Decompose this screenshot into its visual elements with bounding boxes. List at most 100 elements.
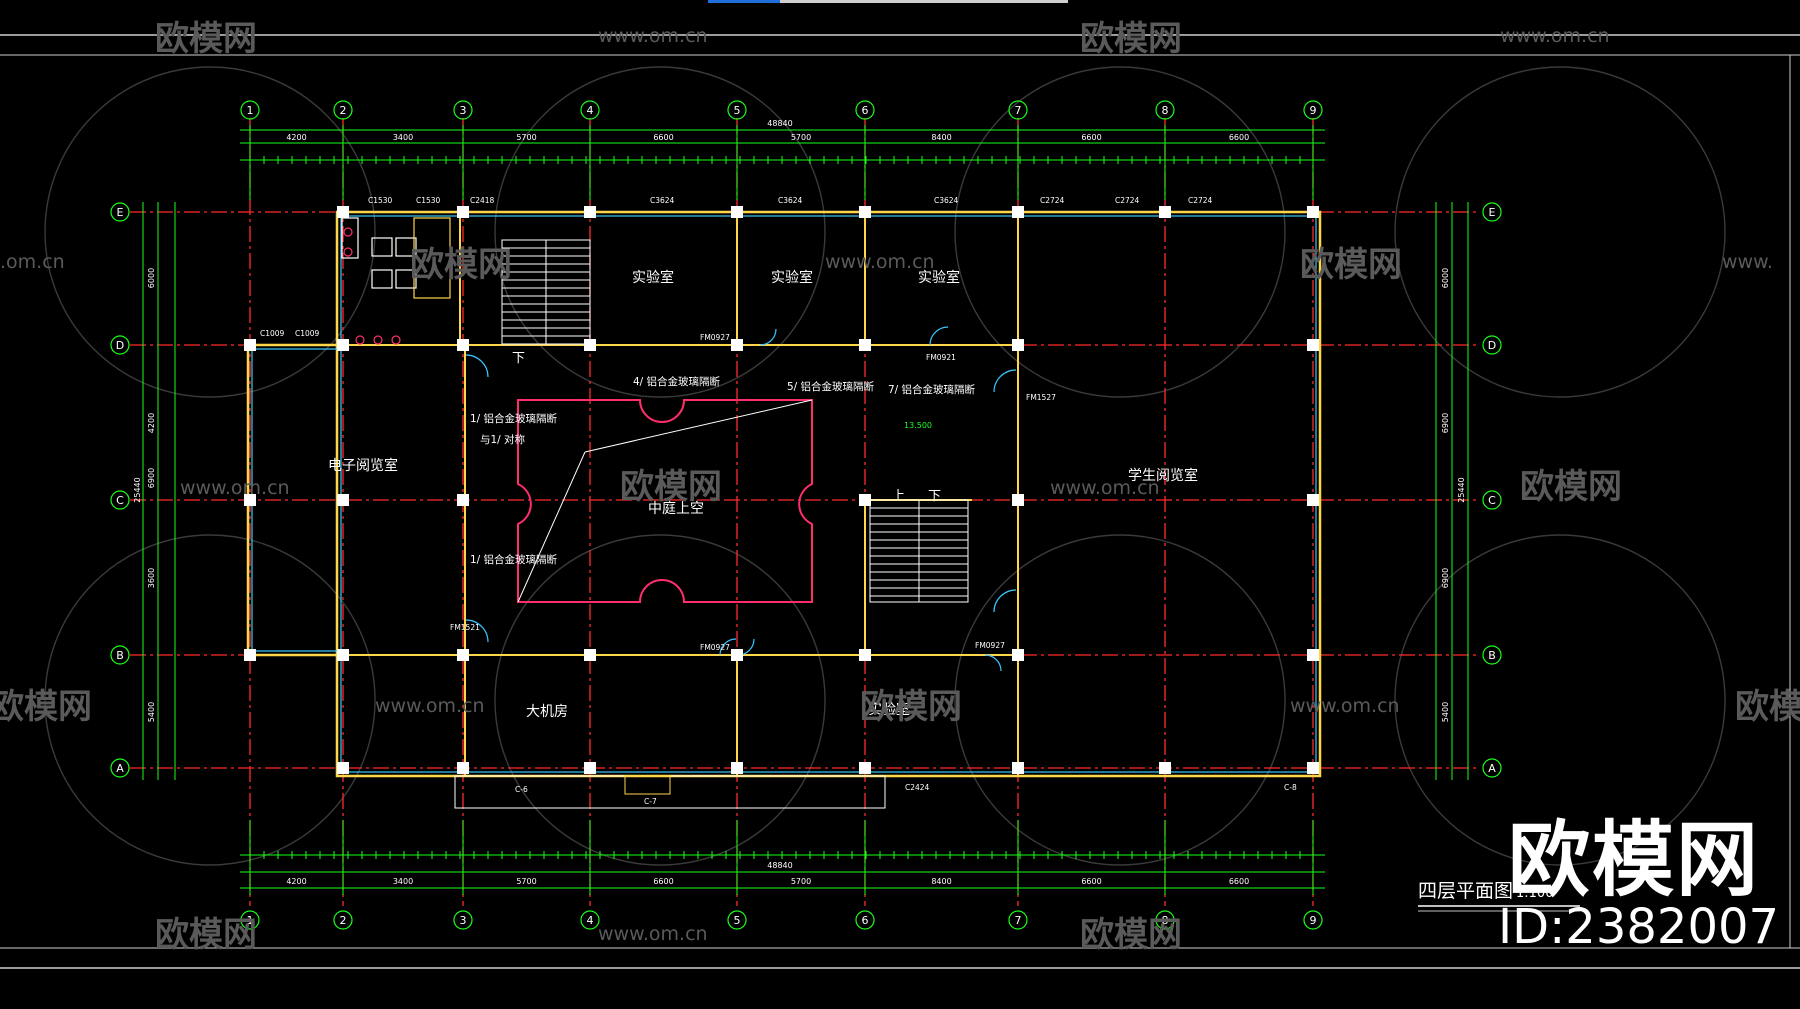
brand-logo-watermark: 欧模网 xyxy=(1508,813,1761,908)
grid-bubble-circle xyxy=(727,100,747,120)
column-marker xyxy=(1307,494,1319,506)
column-marker xyxy=(584,339,596,351)
grid-bubble-label: 9 xyxy=(1310,104,1317,117)
grid-bubble-bottom-6[interactable]: 6 xyxy=(855,910,875,930)
dim-overall-left: 25440 xyxy=(133,477,142,502)
grid-bubble-circle xyxy=(110,758,130,778)
note-down-2: 下 xyxy=(928,489,941,504)
dim-bay-top: 6600 xyxy=(1081,133,1101,142)
watermark-site-6: www.om.cn xyxy=(375,695,485,717)
grid-bubble-left-A[interactable]: A xyxy=(110,758,130,778)
grid-bubble-top-2[interactable]: 2 xyxy=(333,100,353,120)
dim-right: 6900 xyxy=(1441,413,1450,433)
dim-bay-top: 6600 xyxy=(1229,133,1249,142)
grid-bubble-bottom-3[interactable]: 3 xyxy=(453,910,473,930)
grid-bubble-right-E[interactable]: E xyxy=(1482,202,1502,222)
grid-bubble-top-8[interactable]: 8 xyxy=(1155,100,1175,120)
grid-bubble-circle xyxy=(1155,910,1175,930)
opening-tags: C1530 C1530 C2418 C3624 C3624 C3624 C272… xyxy=(260,196,1297,806)
grid-bubble-circle xyxy=(1008,910,1028,930)
viewport-scrollbar-thumb[interactable] xyxy=(708,0,780,3)
column-marker xyxy=(1159,206,1171,218)
grid-bubble-right-D[interactable]: D xyxy=(1482,335,1502,355)
grid-bubble-top-4[interactable]: 4 xyxy=(580,100,600,120)
grid-bubble-top-7[interactable]: 7 xyxy=(1008,100,1028,120)
watermark-site-3: www.om.cn xyxy=(825,251,935,273)
grid-bubble-top-6[interactable]: 6 xyxy=(855,100,875,120)
tag-c3624a: C3624 xyxy=(650,196,675,205)
column-marker xyxy=(584,206,596,218)
grid-bubble-bottom-4[interactable]: 4 xyxy=(580,910,600,930)
column-marker xyxy=(457,206,469,218)
grid-bubble-label: 1 xyxy=(247,104,254,117)
grid-bubble-circle xyxy=(1482,758,1502,778)
grid-bubble-bottom-8[interactable]: 8 xyxy=(1155,910,1175,930)
dim-bay-top: 5700 xyxy=(516,133,536,142)
grid-bubble-circle xyxy=(1303,100,1323,120)
grid-bubble-left-B[interactable]: B xyxy=(110,645,130,665)
note-symmetric: 与1/ 对称 xyxy=(480,433,526,446)
grid-bubble-top-5[interactable]: 5 xyxy=(727,100,747,120)
column-marker xyxy=(731,206,743,218)
grid-bubble-label: D xyxy=(116,339,124,352)
tag-c1009a: C1009 xyxy=(260,329,285,338)
drawing-title-block: 四层平面图 1:100 xyxy=(1418,880,1580,912)
grid-bubble-left-C[interactable]: C xyxy=(110,490,130,510)
grid-bubble-left-E[interactable]: E xyxy=(110,202,130,222)
column-marker xyxy=(337,206,349,218)
grid-bubble-bottom-7[interactable]: 7 xyxy=(1008,910,1028,930)
tag-fm0921a: FM0921 xyxy=(926,353,956,362)
dimension-lines xyxy=(142,125,1469,895)
tag-c2724b: C2724 xyxy=(1115,196,1140,205)
model-id-label: ID:2382007 xyxy=(1498,899,1780,955)
watermark-brand-5: 欧模网 xyxy=(620,467,722,507)
grid-bubble-right-C[interactable]: C xyxy=(1482,490,1502,510)
grid-bubble-left-D[interactable]: D xyxy=(110,335,130,355)
grid-bubble-label: 4 xyxy=(587,914,594,927)
note-down: 下 xyxy=(512,351,525,366)
column-marker xyxy=(1307,339,1319,351)
viewport-scrollbar[interactable] xyxy=(708,0,1068,3)
tag-fm0927a: FM0927 xyxy=(700,333,730,342)
grid-bubble-right-B[interactable]: B xyxy=(1482,645,1502,665)
column-marker xyxy=(337,649,349,661)
watermark-brand-2: 欧模网 xyxy=(1080,19,1182,59)
watermark-brand-10: 欧模网 xyxy=(155,915,257,955)
room-label-lab-4: 实验室 xyxy=(868,701,910,718)
grid-bubble-bottom-9[interactable]: 9 xyxy=(1303,910,1323,930)
column-marker xyxy=(457,494,469,506)
grid-bubble-bottom-2[interactable]: 2 xyxy=(333,910,353,930)
column-marker xyxy=(1012,206,1024,218)
grid-bubble-right-A[interactable]: A xyxy=(1482,758,1502,778)
grid-bubble-circle xyxy=(727,910,747,930)
grid-bubble-top-9[interactable]: 9 xyxy=(1303,100,1323,120)
dim-bay-bottom: 5700 xyxy=(516,877,536,886)
grid-bubble-top-1[interactable]: 1 xyxy=(240,100,260,120)
column-marker xyxy=(859,494,871,506)
drawing-title: 四层平面图 xyxy=(1418,880,1513,902)
grid-bubble-label: 6 xyxy=(862,914,869,927)
watermark-brand-7: 欧模网 xyxy=(0,687,92,727)
column-marker xyxy=(244,649,256,661)
grid-bubble-bottom-5[interactable]: 5 xyxy=(727,910,747,930)
tag-c1530b: C1530 xyxy=(416,196,441,205)
tag-c8: C-8 xyxy=(1284,783,1297,792)
column-marker xyxy=(457,649,469,661)
grid-bubble-bottom-1[interactable]: 1 xyxy=(240,910,260,930)
tag-c2424: C2424 xyxy=(905,783,930,792)
grid-bubble-label: 3 xyxy=(460,104,467,117)
dim-bay-top: 5700 xyxy=(791,133,811,142)
grid-bubble-circle xyxy=(240,910,260,930)
tag-fm1527: FM1527 xyxy=(1026,393,1056,402)
grid-bubble-label: 2 xyxy=(340,914,347,927)
grid-bubble-circle xyxy=(333,910,353,930)
room-label-lab-1: 实验室 xyxy=(632,269,674,286)
stair-north-treads xyxy=(502,247,590,337)
grid-bubble-top-3[interactable]: 3 xyxy=(453,100,473,120)
grid-bubble-label: C xyxy=(1488,494,1496,507)
grid-bubble-circle xyxy=(1303,910,1323,930)
tag-fm0927b: FM0927 xyxy=(700,643,730,652)
column-marker xyxy=(1012,649,1024,661)
room-label-student-reading: 学生阅览室 xyxy=(1128,467,1198,484)
